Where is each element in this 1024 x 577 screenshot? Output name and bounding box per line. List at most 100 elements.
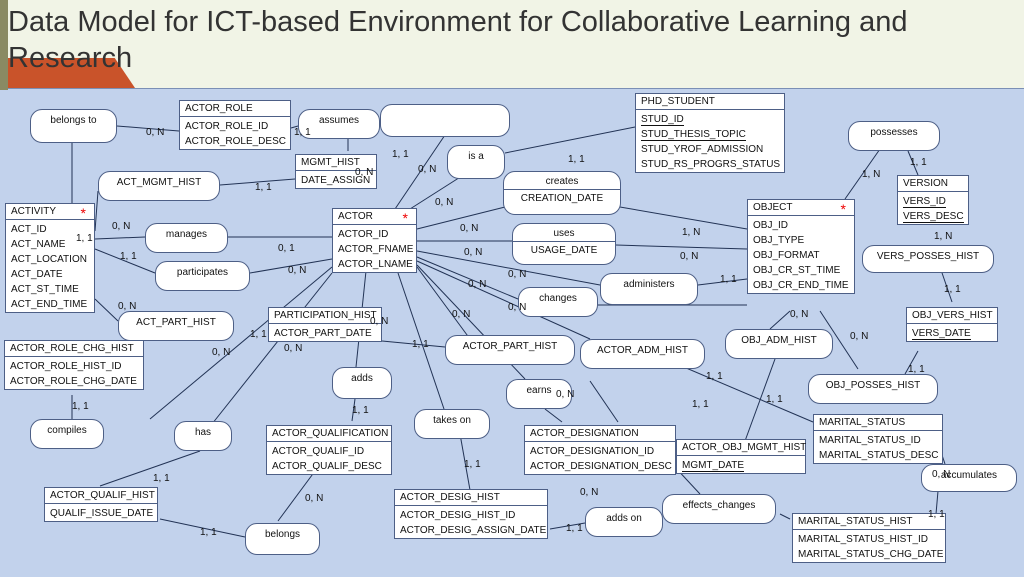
entity-name: OBJECT [748, 200, 854, 216]
cardinality-label: 1, 1 [352, 405, 369, 416]
entity-participation-hist[interactable]: PARTICIPATION_HIST ACTOR_PART_DATE [268, 307, 382, 342]
relationship-vers-posses-hist[interactable]: VERS_POSSES_HIST [862, 245, 994, 273]
cardinality-label: 1, 1 [706, 371, 723, 382]
cardinality-label: 1, 1 [72, 401, 89, 412]
attribute: OBJ_CR_ST_TIME [753, 265, 841, 276]
relationship-name: creates [504, 172, 620, 190]
relationship-name: is a [468, 151, 484, 162]
cardinality-label: 0, N [212, 347, 231, 358]
attribute: ACT_ID [11, 224, 47, 235]
required-marker: * [402, 210, 408, 226]
relationship-compiles[interactable]: compiles [30, 419, 104, 449]
cardinality-label: 0, N [932, 469, 951, 480]
entity-activity[interactable]: ACTIVITY * ACT_ID ACT_NAME ACT_LOCATION … [5, 203, 95, 313]
relationship-act-mgmt-hist[interactable]: ACT_MGMT_HIST [98, 171, 220, 201]
entity-name: ACTOR_DESIGNATION [525, 426, 675, 442]
cardinality-label: 1, 1 [928, 509, 945, 520]
relationship-actor-adm-hist[interactable]: ACTOR_ADM_HIST [580, 339, 705, 369]
relationship-name: takes on [433, 415, 471, 426]
relationship-name: has [194, 427, 212, 438]
entity-obj-vers-hist[interactable]: OBJ_VERS_HIST VERS_DATE [906, 307, 998, 342]
entity-actor-desig-hist[interactable]: ACTOR_DESIG_HIST ACTOR_DESIG_HIST_ID ACT… [394, 489, 548, 539]
entity-actor[interactable]: ACTOR * ACTOR_ID ACTOR_FNAME ACTOR_LNAME [332, 208, 417, 273]
cardinality-label: 1, 1 [255, 182, 272, 193]
relationship-belongs[interactable]: belongs [245, 523, 320, 555]
title-accent-bar [0, 0, 8, 90]
relationship-adds-on[interactable]: adds on [585, 507, 663, 537]
entity-name: ACTOR [333, 209, 416, 225]
cardinality-label: 1, 1 [908, 364, 925, 375]
entity-actor-qualif-hist[interactable]: ACTOR_QUALIF_HIST QUALIF_ISSUE_DATE [44, 487, 158, 522]
attribute: OBJ_CR_END_TIME [753, 280, 849, 291]
relationship-name: assumes [318, 115, 359, 126]
cardinality-label: 0, N [580, 487, 599, 498]
relationship-name: ACTOR_PART_HIST [462, 341, 558, 352]
entity-actor-role-chg-hist[interactable]: ACTOR_ROLE_CHG_HIST ACTOR_ROLE_HIST_ID A… [4, 340, 144, 390]
attribute: ACT_NAME [11, 239, 66, 250]
entity-name: ACTOR_OBJ_MGMT_HIST [677, 440, 806, 456]
relationship-obj-posses-hist[interactable]: OBJ_POSSES_HIST [808, 374, 938, 404]
cardinality-label: 1, 1 [412, 339, 429, 350]
relationship-attribute: CREATION_DATE [520, 193, 604, 204]
relationship-name: ACTOR_ADM_HIST [597, 345, 688, 356]
entity-version[interactable]: VERSION VERS_ID VERS_DESC [897, 175, 969, 225]
attribute-key: MGMT_DATE [682, 460, 745, 472]
relationship-changes[interactable]: changes [518, 287, 598, 317]
relationship-uses[interactable]: uses USAGE_DATE [512, 223, 616, 265]
relationship-name: changes [539, 293, 577, 304]
attribute: ACTOR_DESIGNATION_DESC [530, 461, 672, 472]
relationship-assumes[interactable]: assumes [298, 109, 380, 139]
entity-name: ACTOR_DESIG_HIST [395, 490, 547, 506]
cardinality-label: 1, N [934, 231, 953, 242]
relationship-manages[interactable]: manages [145, 223, 228, 253]
cardinality-label: 1, 1 [692, 399, 709, 410]
attribute: ACT_LOCATION [11, 254, 87, 265]
relationship-takes-on[interactable]: takes on [414, 409, 490, 439]
relationship-belongs-to[interactable]: belongs to [30, 109, 117, 143]
relationship-possesses[interactable]: possesses [848, 121, 940, 151]
relationship-adds[interactable]: adds [332, 367, 392, 399]
relationship-attribute: USAGE_DATE [530, 245, 598, 256]
cardinality-label: 1, 1 [153, 473, 170, 484]
relationship-accumulates[interactable]: accumulates [921, 464, 1017, 492]
cardinality-label: 0, N [112, 221, 131, 232]
relationship-name: belongs [264, 529, 301, 540]
cardinality-label: 1, 1 [250, 329, 267, 340]
cardinality-label: 0, N [370, 316, 389, 327]
entity-mgmt-hist[interactable]: MGMT_HIST DATE_ASSIGN [295, 154, 377, 189]
attribute: ACTOR_DESIG_ASSIGN_DATE [400, 525, 547, 536]
cardinality-label: 1, 1 [200, 527, 217, 538]
relationship-name: OBJ_ADM_HIST [741, 335, 817, 346]
entity-actor-qualification[interactable]: ACTOR_QUALIFICATION ACTOR_QUALIF_ID ACTO… [266, 425, 392, 475]
er-diagram-canvas: ACTOR_ROLE ACTOR_ROLE_ID ACTOR_ROLE_DESC… [0, 88, 1024, 577]
cardinality-label: 1, 1 [944, 284, 961, 295]
entity-actor-designation[interactable]: ACTOR_DESIGNATION ACTOR_DESIGNATION_ID A… [524, 425, 676, 475]
entity-name: MARITAL_STATUS_HIST [793, 514, 945, 530]
relationship-is-a[interactable]: is a [447, 145, 505, 179]
relationship-act-part-hist[interactable]: ACT_PART_HIST [118, 311, 234, 341]
entity-object[interactable]: OBJECT * OBJ_ID OBJ_TYPE OBJ_FORMAT OBJ_… [747, 199, 855, 294]
relationship-participates[interactable]: participates [155, 261, 250, 291]
relationship-obj-adm-hist[interactable]: OBJ_ADM_HIST [725, 329, 833, 359]
entity-phd-student[interactable]: PHD_STUDENT STUD_ID STUD_THESIS_TOPIC ST… [635, 93, 785, 173]
cardinality-label: 1, 1 [568, 154, 585, 165]
attribute: OBJ_TYPE [753, 235, 805, 246]
cardinality-label: 1, 1 [76, 233, 93, 244]
cardinality-label: 0, N [460, 223, 479, 234]
title-accent-shape [0, 58, 135, 88]
cardinality-label: 1, 1 [910, 157, 927, 168]
entity-actor-obj-mgmt-hist[interactable]: ACTOR_OBJ_MGMT_HIST MGMT_DATE [676, 439, 806, 474]
relationship-administers[interactable]: administers [600, 273, 698, 305]
attribute: ACT_DATE [11, 269, 63, 280]
relationship-effects-changes[interactable]: effects_changes [662, 494, 776, 524]
relationship-has[interactable]: has [174, 421, 232, 451]
relationship-actor-mgmt-hist[interactable] [380, 104, 510, 137]
entity-actor-role[interactable]: ACTOR_ROLE ACTOR_ROLE_ID ACTOR_ROLE_DESC [179, 100, 291, 150]
entity-marital-status-hist[interactable]: MARITAL_STATUS_HIST MARITAL_STATUS_HIST_… [792, 513, 946, 563]
relationship-actor-part-hist[interactable]: ACTOR_PART_HIST [445, 335, 575, 365]
relationship-earns[interactable]: earns [506, 379, 572, 409]
entity-name: ACTOR_QUALIFICATION [267, 426, 391, 442]
entity-marital-status[interactable]: MARITAL_STATUS MARITAL_STATUS_ID MARITAL… [813, 414, 943, 464]
relationship-creates[interactable]: creates CREATION_DATE [503, 171, 621, 215]
cardinality-label: 1, N [682, 227, 701, 238]
